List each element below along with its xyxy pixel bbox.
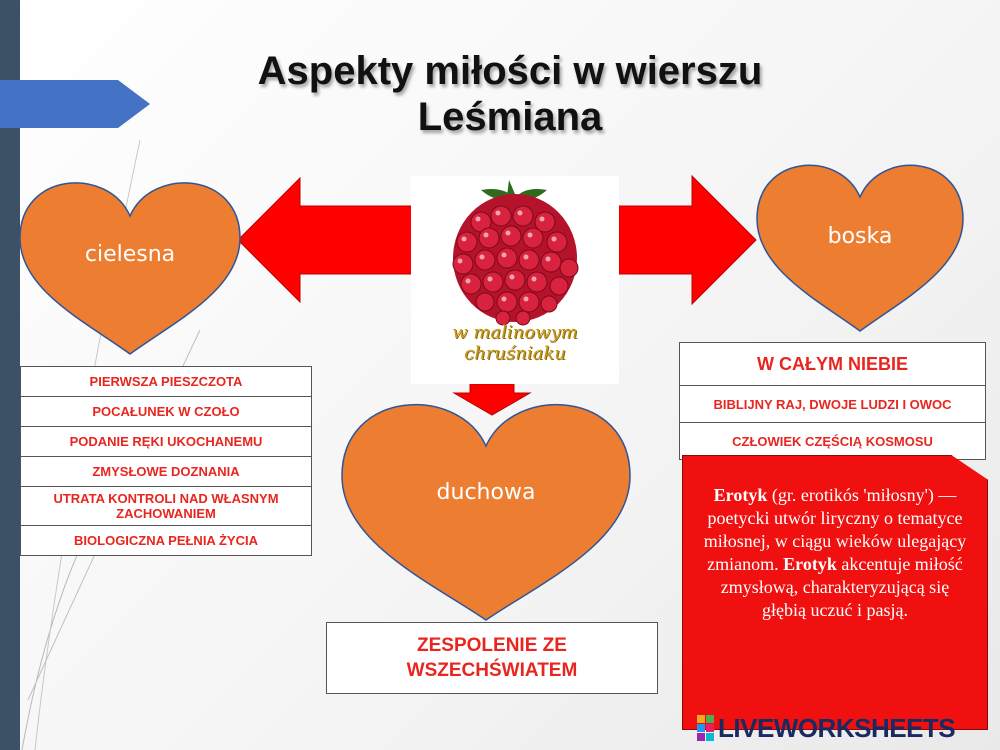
definition-term: Erotyk — [783, 554, 837, 574]
table-row: UTRATA KONTROLI NAD WŁASNYM ZACHOWANIEM — [20, 486, 312, 526]
table-cell: PIERWSZA PIESZCZOTA — [20, 366, 312, 397]
box-duchowa: ZESPOLENIE ZE WSZECHŚWIATEM — [326, 622, 658, 694]
heart-cielesna — [19, 182, 241, 355]
title-line-2: Leśmiana — [417, 95, 603, 139]
heart-label-cielesna: cielesna — [84, 242, 176, 267]
table-cell: ZMYSŁOWE DOZNANIA — [20, 456, 312, 487]
heart-boska — [756, 164, 964, 332]
table-cell: BIOLOGICZNA PEŁNIA ŻYCIA — [20, 525, 312, 556]
table-cell: BIBLIJNY RAJ, DWOJE LUDZI I OWOC — [679, 385, 986, 423]
watermark: LIVEWORKSHEETS — [697, 712, 956, 744]
definition-term: Erotyk — [713, 485, 768, 505]
table-cielesna: PIERWSZA PIESZCZOTA POCAŁUNEK W CZOŁO PO… — [20, 366, 312, 556]
arrow-right — [618, 174, 757, 306]
table-cell: PODANIE RĘKI UKOCHANEMU — [20, 426, 312, 457]
arrow-left — [237, 176, 413, 304]
table-row: BIOLOGICZNA PEŁNIA ŻYCIA — [20, 525, 312, 556]
table-row: BIBLIJNY RAJ, DWOJE LUDZI I OWOC — [679, 385, 986, 423]
table-cell: CZŁOWIEK CZĘŚCIĄ KOSMOSU — [679, 422, 986, 460]
table-row: PIERWSZA PIESZCZOTA — [20, 366, 312, 397]
table-row: W CAŁYM NIEBIE — [679, 342, 986, 386]
table-cell: POCAŁUNEK W CZOŁO — [20, 396, 312, 427]
table-row: ZMYSŁOWE DOZNANIA — [20, 456, 312, 487]
definition-box: Erotyk (gr. erotikós 'miłosny') — poetyc… — [682, 455, 988, 730]
table-cell: UTRATA KONTROLI NAD WŁASNYM ZACHOWANIEM — [20, 486, 312, 526]
page-title: Aspekty miłości w wierszu Leśmiana — [150, 48, 870, 140]
definition-text: akcentuje miłość zmysłową, charakteryzuj… — [720, 554, 963, 620]
sidebar-strip — [0, 0, 20, 750]
heart-label-duchowa: duchowa — [436, 480, 536, 505]
caption-line-1: w malinowym — [452, 322, 578, 343]
arrow-down — [452, 383, 532, 416]
table-header-cell: W CAŁYM NIEBIE — [679, 342, 986, 386]
raspberry-caption: w malinowym chruśniaku — [411, 322, 619, 364]
definition-text: (gr. erotikós 'miłosny') — poetycki utwó… — [703, 485, 967, 574]
title-line-1: Aspekty miłości w wierszu — [257, 49, 763, 93]
box-line-1: ZESPOLENIE ZE — [417, 635, 567, 656]
raspberry-illustration: w malinowym chruśniaku — [411, 176, 619, 384]
caption-line-2: chruśniaku — [464, 343, 566, 364]
title-accent-pentagon — [0, 80, 150, 128]
heart-duchowa — [341, 404, 631, 621]
box-line-2: WSZECHŚWIATEM — [406, 660, 578, 681]
heart-label-boska: boska — [827, 224, 893, 249]
table-row: POCAŁUNEK W CZOŁO — [20, 396, 312, 427]
watermark-text: LIVEWORKSHEETS — [718, 712, 956, 743]
raspberry-icon — [452, 180, 579, 326]
liveworksheets-logo-icon — [697, 715, 714, 741]
table-boska: W CAŁYM NIEBIE BIBLIJNY RAJ, DWOJE LUDZI… — [679, 342, 986, 460]
table-row: CZŁOWIEK CZĘŚCIĄ KOSMOSU — [679, 422, 986, 460]
table-row: PODANIE RĘKI UKOCHANEMU — [20, 426, 312, 457]
